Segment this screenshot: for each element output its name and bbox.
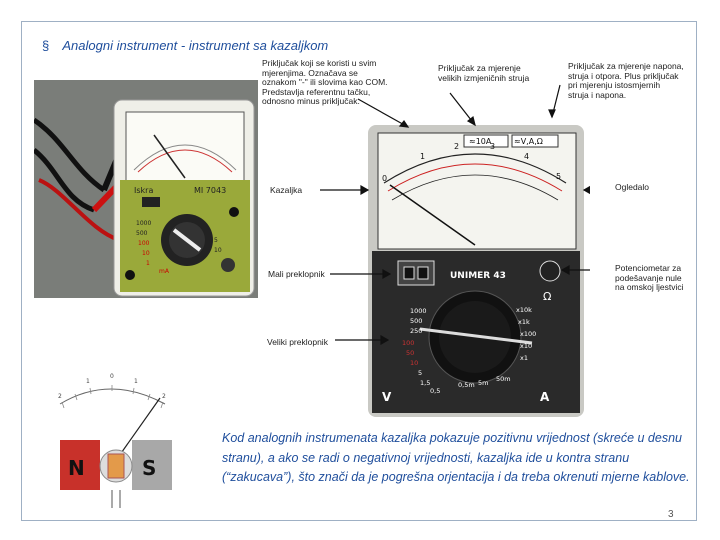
caption-text: Kod analognih instrumenata kazaljka poka… [222, 431, 690, 484]
annotation-small-switch: Mali preklopnik [268, 269, 325, 279]
scale-label-2: 2 [454, 142, 459, 151]
bullet-icon: § [42, 38, 50, 53]
bottom-range-0-5m: 0,5m [458, 381, 475, 389]
range-ma: mA [159, 268, 170, 275]
galv-scale-2-left: 2 [58, 393, 62, 400]
right-range-x10k: x10k [516, 306, 532, 314]
scale-label-4: 4 [524, 152, 529, 161]
range-5: 5 [214, 237, 218, 244]
range-1: 1 [146, 260, 150, 267]
magnet-n-label: N [68, 456, 85, 480]
galv-scale-1-left: 1 [86, 378, 90, 385]
bottom-range-50m: 50m [496, 375, 511, 383]
iskra-meter-photo: Iskra MI 7043 1000 500 100 10 1 mA 5 10 [34, 80, 258, 298]
left-range-100: 100 [402, 339, 414, 347]
range-10: 10 [142, 250, 150, 257]
meter-brand: Iskra [134, 186, 153, 195]
annotation-mirror: Ogledalo [615, 182, 650, 192]
left-range-50: 50 [406, 349, 414, 357]
slide-title: Analogni instrument - instrument sa kaza… [62, 38, 329, 53]
bottom-range-5m: 5m [478, 379, 488, 387]
slide-frame [21, 21, 697, 521]
meter-model: MI 7043 [194, 186, 226, 195]
range-100: 100 [138, 240, 150, 247]
annotation-com-port: Priključak koji se koristi u svim mjeren… [262, 58, 388, 106]
annotation-needle: Kazaljka [270, 185, 303, 195]
a-label: A [540, 390, 550, 404]
left-range-0-5: 0,5 [430, 387, 440, 395]
scale-label-0: 0 [382, 174, 387, 183]
left-range-1000: 1000 [410, 307, 427, 315]
range-10b: 10 [214, 247, 222, 254]
left-range-10: 10 [410, 359, 418, 367]
annotation-large-current-port: Priključak za mjerenje velikih izmjeničn… [438, 63, 530, 83]
galv-scale-2-right: 2 [162, 393, 166, 400]
scale-label-5: 5 [556, 172, 561, 181]
left-range-500: 500 [410, 317, 422, 325]
terminal-10a-label: ≈10A [469, 137, 492, 146]
range-500: 500 [136, 230, 148, 237]
unimer-diagram: ≈10A ≈V,A,Ω 0 1 2 3 4 5 UNIMER 43 Ω 1000… [320, 84, 590, 417]
left-range-5: 5 [418, 369, 422, 377]
galv-scale-0: 0 [110, 373, 114, 380]
terminal-v-label: ≈V,A,Ω [514, 137, 543, 146]
left-range-250: 250 [410, 327, 422, 335]
right-range-x1: x1 [520, 354, 528, 362]
scale-label-1: 1 [420, 152, 425, 161]
left-range-1-5: 1,5 [420, 379, 430, 387]
range-1000: 1000 [136, 220, 151, 227]
slide-title-row: § Analogni instrument - instrument sa ka… [42, 38, 328, 53]
galv-scale-1-right: 1 [134, 378, 138, 385]
v-label: V [382, 390, 392, 404]
annotation-potentiometer: Potenciometar za podešavanje nule na oms… [615, 263, 684, 292]
right-range-x10: x10 [520, 342, 532, 350]
annotation-large-switch: Veliki preklopnik [267, 337, 328, 347]
page-number: 3 [668, 509, 674, 520]
annotation-voltage-port: Priključak za mjerenje napona, struja i … [568, 61, 684, 100]
galvanometer-sketch: 2 1 0 1 2 N S [58, 373, 172, 508]
right-range-x1k: x1k [518, 318, 530, 326]
scale-label-3: 3 [490, 142, 495, 151]
needle [389, 184, 476, 246]
right-range-x100: x100 [520, 330, 536, 338]
omega-label: Ω [543, 290, 551, 303]
magnet-s-label: S [142, 456, 156, 480]
unimer-model: UNIMER 43 [450, 271, 506, 281]
